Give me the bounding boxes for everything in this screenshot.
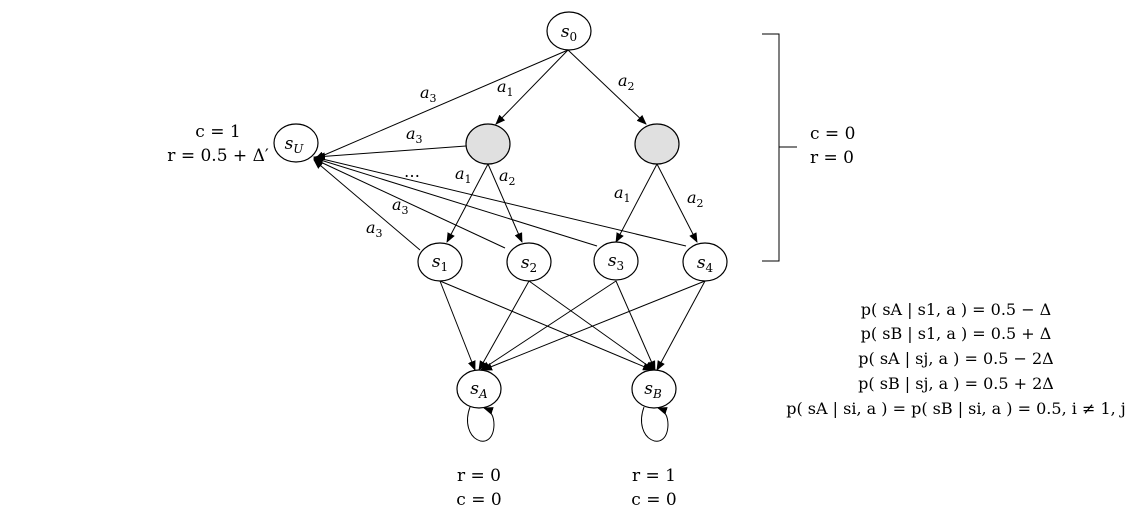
node-label-sb: sB [644,379,662,401]
node-s4 [682,242,728,282]
edge-label-ellipsis: … [404,162,420,181]
edge-gray2-s4 [656,163,698,243]
nodes [273,11,728,409]
self-loop-sb [641,406,669,442]
edge-label-s2-su: a3 [392,195,409,217]
edge-s0-gray2 [567,49,647,125]
edge-s0-gray1 [495,49,569,125]
sb-cost-label: c = 0 [631,490,676,510]
edge-s0-su [314,49,569,160]
node-s2 [506,242,552,282]
edge-s2-sb [528,280,655,371]
edge-label-gray2-s3: a1 [614,183,631,205]
edge-s4-sb [656,280,706,371]
edge-s1-su [313,159,421,251]
edge-s3-sb [615,280,656,371]
edge-gray1-s1 [446,163,489,243]
node-label-s2: s2 [521,253,537,275]
edge-label-s0-su: a3 [420,83,437,105]
equation-4: p( sB | sj, a ) = 0.5 + 2Δ [858,374,1054,393]
edge-gray1-su [315,145,467,161]
equation-3: p( sA | sj, a ) = 0.5 − 2Δ [858,349,1053,368]
edges [313,49,706,442]
edge-label-s0-gray2: a2 [618,71,635,93]
bracket-cost-label: c = 0 [810,124,855,144]
edge-label-gray1-su: a3 [406,124,423,146]
equation-2: p( sB | s1, a ) = 0.5 + Δ [861,324,1052,343]
su-cost-label: c = 1 [195,122,240,142]
edge-s2-su [313,158,506,249]
edge-s4-su [313,155,687,247]
node-label-su: sU [285,134,305,156]
node-s3 [593,241,639,281]
node-sa [456,369,502,409]
edge-label-s0-gray1: a1 [497,77,514,99]
edge-label-s1-su: a3 [366,218,383,240]
bracket-reward-label: r = 0 [810,148,854,168]
equation-5: p( sA | si, a ) = p( sB | si, a ) = 0.5,… [786,399,1126,418]
transition-equations: p( sA | s1, a ) = 0.5 − Δ p( sB | s1, a … [786,300,1126,418]
node-intermediate-1 [465,123,511,165]
node-s0 [546,11,592,51]
node-su [273,123,319,163]
edge-s3-sa [480,280,617,371]
node-label-s3: s3 [608,251,624,273]
edge-s1-sa [439,280,476,371]
edge-label-gray2-s4: a2 [687,188,704,210]
node-s1 [417,242,463,282]
equation-1: p( sA | s1, a ) = 0.5 − Δ [861,300,1051,319]
node-label-s0: s0 [561,22,577,44]
node-label-s1: s1 [432,252,448,274]
node-sb [631,369,677,409]
edge-s4-sa [482,280,706,371]
sa-cost-label: c = 0 [456,490,501,510]
edge-s2-sa [478,280,530,371]
edge-label-gray1-s1: a1 [455,164,472,186]
bracket [762,33,797,262]
node-label-s4: s4 [697,253,714,275]
sb-reward-label: r = 1 [632,466,676,486]
node-intermediate-2 [634,123,680,165]
su-reward-label: r = 0.5 + Δ′ [167,146,269,166]
edge-label-gray1-s2: a2 [499,166,516,188]
edge-s3-su [313,156,598,247]
node-label-sa: sA [470,379,488,401]
sa-reward-label: r = 0 [457,466,501,486]
self-loop-sa [467,406,495,442]
edge-gray2-s3 [615,163,658,243]
edge-s1-sb [439,280,653,371]
